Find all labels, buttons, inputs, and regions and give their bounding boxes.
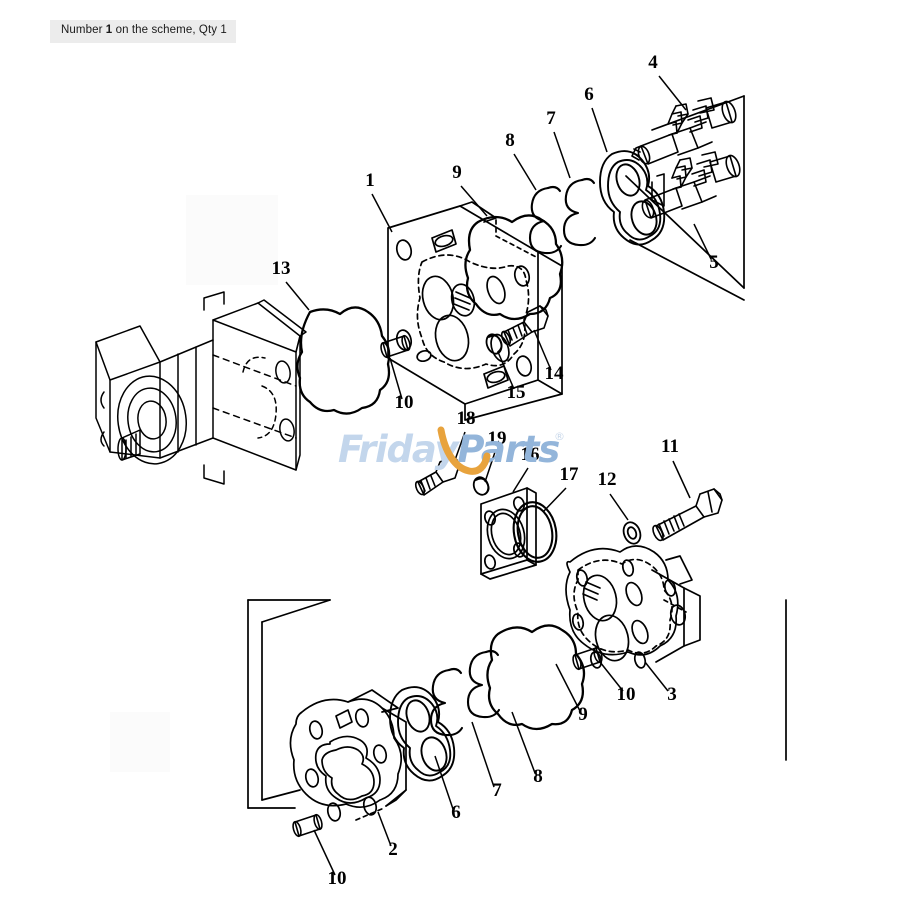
callout-leader-line (542, 487, 567, 513)
callout-label-6-23: 6 (451, 802, 461, 823)
callout-leader-line (460, 185, 488, 217)
callout-leader-line (591, 107, 608, 153)
part-17-oring (512, 501, 558, 563)
background-panel-upper (186, 195, 278, 285)
callout-label-3-2: 3 (667, 684, 677, 705)
part-2-end-cover (289, 689, 407, 822)
callout-label-19-18: 19 (488, 428, 507, 449)
part-1-cover-plate (387, 201, 563, 421)
callout-label-6-5: 6 (584, 84, 594, 105)
callout-leader-line (693, 223, 712, 260)
part-10-dowel-pin-upper (380, 334, 411, 359)
callout-leader-line (497, 351, 515, 390)
callout-leader-line (644, 661, 669, 692)
part-8-snap-ring-upper (528, 185, 563, 255)
callout-label-15-14: 15 (507, 382, 526, 403)
callout-leader-line (609, 493, 629, 521)
part-10-dowel-pin-lower (292, 813, 323, 838)
background-panel-lower (110, 712, 170, 772)
callout-label-9-8: 9 (452, 162, 462, 183)
callout-leader-line (553, 131, 571, 179)
callout-leader-line (313, 829, 336, 876)
callout-leader-line (599, 661, 624, 692)
callout-label-16-15: 16 (521, 444, 540, 465)
part-11-long-bolt (652, 488, 723, 542)
part-number-tooltip: Number 1 on the scheme, Qty 1 (50, 20, 236, 43)
part-14-bolt (500, 305, 549, 347)
part-5-driven-gear-shaft (641, 151, 741, 219)
callout-label-9-20: 9 (578, 704, 588, 725)
part-4-drive-gear-shaft (631, 97, 737, 165)
callout-leader-line (658, 75, 687, 111)
callout-leader-line (513, 153, 537, 191)
callout-leader-line (389, 357, 403, 400)
part-7-snap-ring-upper (562, 177, 597, 247)
callout-label-10-9: 10 (395, 392, 414, 413)
frame-plane-middle (629, 239, 745, 301)
callout-label-8-21: 8 (533, 766, 543, 787)
callout-label-17-16: 17 (560, 464, 580, 485)
part-16-flange-plate (480, 487, 537, 580)
tooltip-number: 1 (105, 24, 113, 36)
part-6-bearing-plate-upper (599, 150, 666, 246)
callout-label-10-19: 10 (617, 684, 636, 705)
callout-leader-line (434, 755, 454, 810)
part-12-washer (622, 521, 642, 545)
callout-label-11-10: 11 (661, 436, 679, 457)
tooltip-suffix: on the scheme, Qty 1 (112, 24, 227, 36)
callout-leader-line (484, 451, 496, 483)
part-18-bolt (414, 455, 460, 496)
callout-leader-line (555, 663, 581, 712)
callout-label-7-22: 7 (492, 780, 502, 801)
part-9-oring-gasket-upper (464, 214, 564, 321)
callout-label-1-0: 1 (365, 170, 375, 191)
callout-leader-line (533, 329, 552, 371)
callout-label-4-3: 4 (648, 52, 658, 73)
part-19-washer (472, 476, 490, 496)
frame-plane-upper (625, 95, 745, 289)
callout-leader-line (285, 281, 310, 311)
callout-label-5-4: 5 (709, 252, 719, 273)
part-13-gasket (296, 306, 391, 415)
callout-leader-line (471, 721, 495, 788)
part-8-snap-ring-lower (466, 649, 501, 719)
bracket-detail-upper (651, 173, 665, 207)
callout-leader-line (672, 460, 691, 499)
callout-leader-line (512, 467, 529, 493)
callout-label-8-7: 8 (505, 130, 515, 151)
callout-leader-line (377, 811, 392, 847)
callout-label-13-12: 13 (272, 258, 291, 279)
callout-leader-line (511, 711, 536, 774)
part-3-pump-housing (565, 545, 701, 669)
callout-label-18-17: 18 (457, 408, 476, 429)
frame-plane-lower (247, 599, 331, 809)
callout-leader-line (371, 193, 393, 233)
callout-label-2-1: 2 (388, 839, 398, 860)
part-9-gasket-lower (486, 624, 586, 731)
callout-label-14-13: 14 (545, 363, 565, 384)
callout-label-12-11: 12 (598, 469, 617, 490)
tooltip-prefix: Number (61, 24, 106, 36)
callout-label-7-6: 7 (546, 108, 556, 129)
callout-leader-line (454, 431, 466, 461)
callout-label-10-24: 10 (328, 868, 347, 889)
pump-assembly-body (95, 291, 307, 485)
